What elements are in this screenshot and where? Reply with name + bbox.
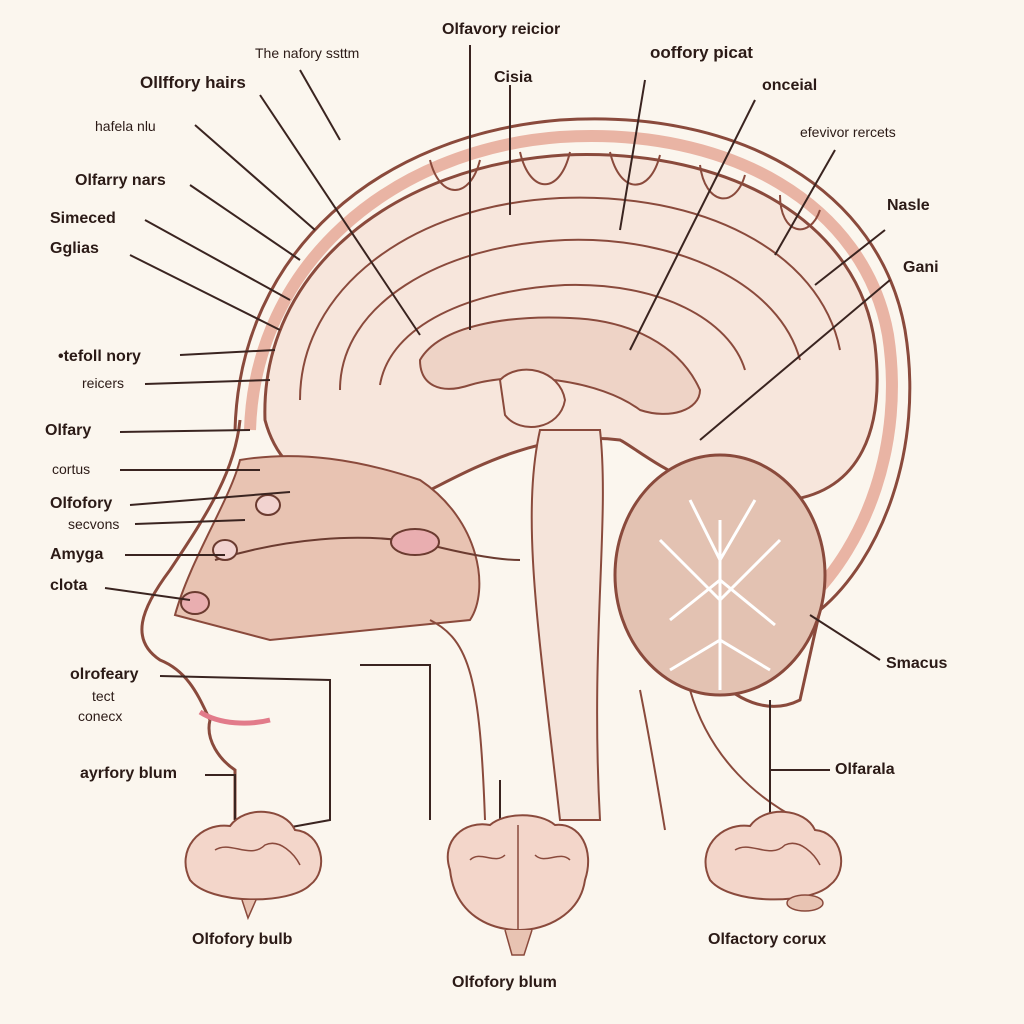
brain-front-icon [446, 814, 590, 956]
nasal-cavity [173, 455, 481, 642]
label-amyga: Amyga [50, 546, 104, 563]
label-smacus: Smacus [886, 655, 948, 672]
olfactory-bulb-organ [390, 528, 440, 556]
label-nasal-system: The nafory ssttm [255, 45, 360, 61]
label-gglias: Gglias [50, 240, 99, 257]
label-cisia: Cisia [494, 69, 533, 86]
label-conecx: conecx [78, 708, 123, 724]
label-olfactory-corux: Olfactory corux [708, 931, 827, 948]
lip [198, 709, 271, 726]
label-olfofory-blum: Olfofory blum [452, 974, 557, 991]
brain-icon [704, 810, 843, 912]
brainstem [530, 429, 604, 821]
neck-line-1 [429, 619, 486, 821]
label-cortus: cortus [52, 461, 91, 477]
sulci [429, 151, 821, 231]
skin-band [244, 130, 898, 605]
gyrus-fold-1 [299, 196, 841, 401]
label-onceial: onceial [762, 77, 818, 94]
corpus-callosum [418, 316, 702, 415]
gyrus-fold-2 [339, 238, 801, 391]
label-gani: Gani [903, 259, 939, 276]
label-olrofeary: olrofeary [70, 666, 139, 683]
receptor-cluster-3 [180, 591, 210, 615]
arbor-vitae [658, 499, 782, 690]
skull-outline [233, 117, 912, 708]
label-simeced: Simeced [50, 210, 116, 227]
label-olfarala: Olfarala [835, 761, 895, 778]
thalamus [498, 368, 567, 428]
gyrus-fold-3 [379, 283, 746, 386]
label-clota: clota [50, 577, 88, 594]
label-secvons: secvons [68, 516, 120, 532]
label-nasle: Nasle [887, 197, 930, 214]
label-olfarry-nars: Olfarry nars [75, 172, 166, 189]
label-olfofory: Olfofory [50, 495, 113, 512]
label-tefoll-nory: •tefoll nory [58, 348, 141, 365]
brain-icon [184, 810, 323, 921]
label-reicers: reicers [82, 375, 125, 391]
label-olfary: Olfary [45, 422, 92, 439]
label-olfactory-hairs: Ollffory hairs [140, 73, 246, 92]
label-hafela-nlu: hafela nlu [95, 118, 156, 134]
neck-line-2 [639, 689, 666, 831]
label-olfavory-reicior: Olfavory reicior [442, 21, 561, 38]
label-ooffory-picat: ooffory picat [650, 43, 753, 62]
neck-line-3 [689, 689, 801, 821]
label-olfofory-bulb: Olfofory bulb [192, 931, 293, 948]
label-ayrfory-blum: ayrfory blum [80, 765, 177, 782]
receptor-cluster-2 [212, 539, 238, 561]
label-efevivor-rercets: efevivor rercets [800, 124, 896, 140]
receptor-cluster-1 [255, 494, 281, 516]
label-tect: tect [92, 688, 115, 704]
